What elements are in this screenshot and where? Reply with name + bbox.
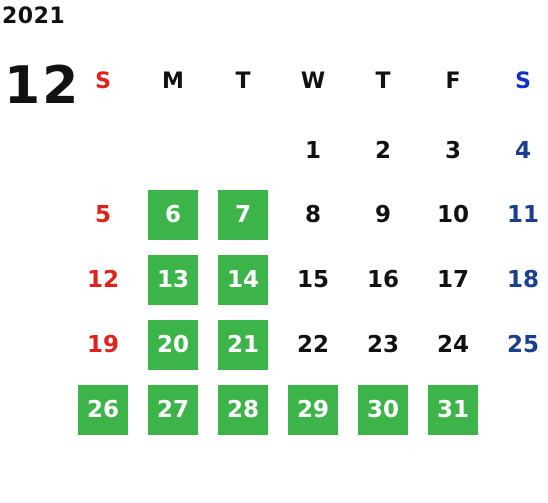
weekday-0: S [95, 68, 111, 94]
day-cell-19[interactable]: 19 [86, 332, 119, 358]
day-cell-8[interactable]: 8 [304, 202, 321, 228]
day-cell-31[interactable]: 31 [428, 385, 478, 435]
weekday-5: F [445, 68, 461, 94]
day-cell-2[interactable]: 2 [374, 138, 391, 164]
weekday-3: W [300, 68, 326, 94]
day-cell-14[interactable]: 14 [218, 255, 268, 305]
day-cell-20[interactable]: 20 [148, 320, 198, 370]
weekday-6: S [515, 68, 531, 94]
weekday-4: T [375, 68, 391, 94]
day-cell-16[interactable]: 16 [366, 267, 399, 293]
weekday-2: T [235, 68, 251, 94]
day-cell-17[interactable]: 17 [436, 267, 469, 293]
month-label: 12 [4, 56, 81, 116]
day-cell-1[interactable]: 1 [304, 138, 321, 164]
day-cell-11[interactable]: 11 [506, 202, 539, 228]
day-cell-4[interactable]: 4 [514, 138, 531, 164]
day-cell-23[interactable]: 23 [366, 332, 399, 358]
day-cell-29[interactable]: 29 [288, 385, 338, 435]
day-cell-28[interactable]: 28 [218, 385, 268, 435]
day-cell-13[interactable]: 13 [148, 255, 198, 305]
day-cell-15[interactable]: 15 [296, 267, 329, 293]
day-cell-5[interactable]: 5 [94, 202, 111, 228]
day-cell-10[interactable]: 10 [436, 202, 469, 228]
weekday-1: M [162, 68, 184, 94]
day-cell-21[interactable]: 21 [218, 320, 268, 370]
day-cell-26[interactable]: 26 [78, 385, 128, 435]
year-label: 2021 [2, 4, 66, 29]
day-cell-25[interactable]: 25 [506, 332, 539, 358]
day-cell-22[interactable]: 22 [296, 332, 329, 358]
day-cell-12[interactable]: 12 [86, 267, 119, 293]
day-cell-9[interactable]: 9 [374, 202, 391, 228]
day-cell-27[interactable]: 27 [148, 385, 198, 435]
day-cell-30[interactable]: 30 [358, 385, 408, 435]
day-cell-3[interactable]: 3 [444, 138, 461, 164]
day-cell-6[interactable]: 6 [148, 190, 198, 240]
day-cell-24[interactable]: 24 [436, 332, 469, 358]
day-cell-7[interactable]: 7 [218, 190, 268, 240]
day-cell-18[interactable]: 18 [506, 267, 539, 293]
